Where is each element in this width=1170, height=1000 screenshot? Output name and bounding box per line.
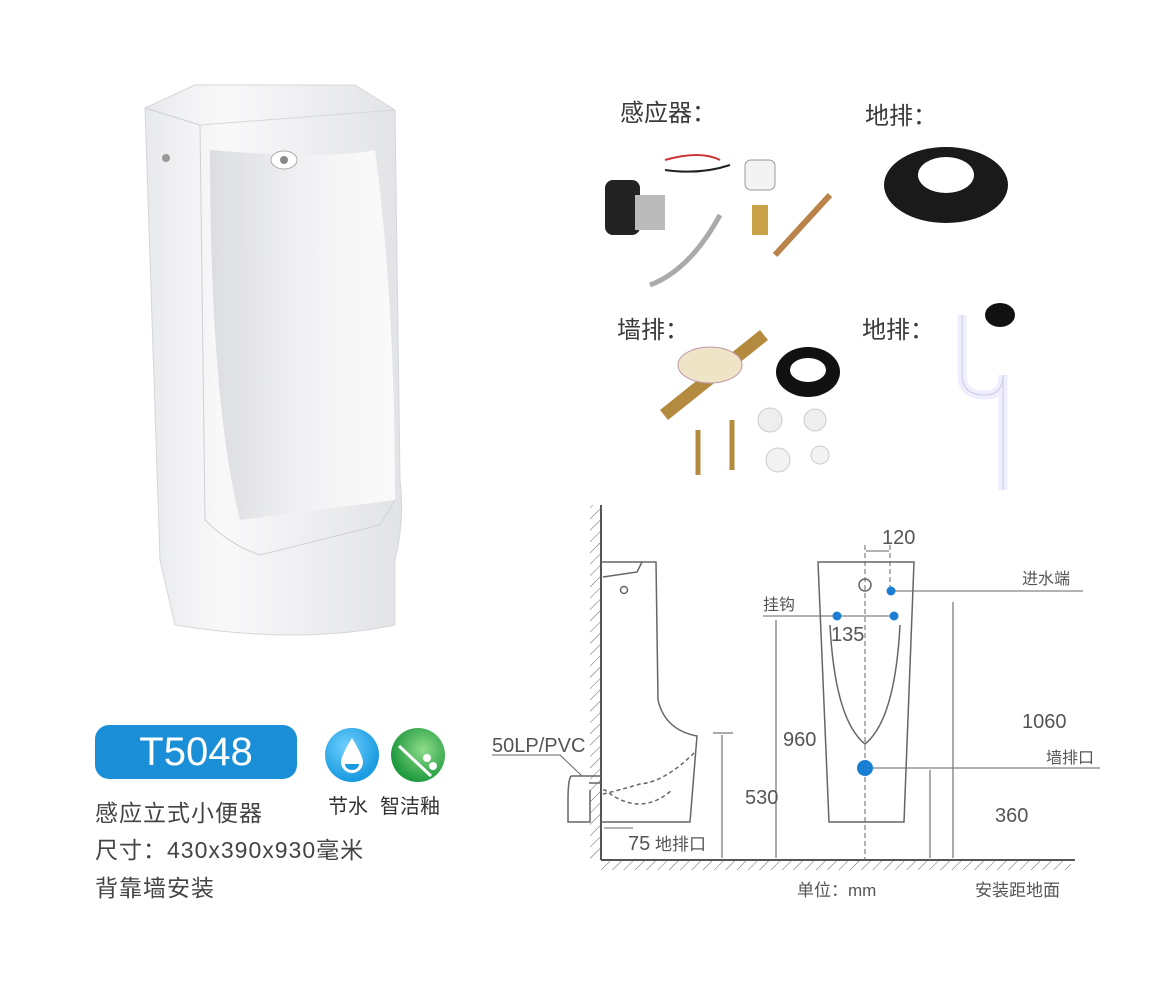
floor-outlet-label: 地排口 (655, 835, 706, 854)
badge-label-glaze: 智洁釉 (380, 796, 440, 818)
front-view (817, 561, 915, 823)
install-type: 背靠墙安装 (95, 875, 215, 901)
floor-gasket-image (884, 147, 1008, 223)
p-trap-image (957, 303, 1015, 490)
inlet-dot (886, 586, 896, 596)
floor-outlet-offset: 75 (628, 833, 650, 855)
floor-drain-label-1: 地排： (865, 103, 937, 130)
unit-label: 单位：mm (797, 881, 876, 900)
wall-drain-kit-image (660, 330, 840, 475)
hook-dot-left (832, 611, 842, 621)
height-1060: 1060 (1022, 711, 1067, 733)
height-530: 530 (745, 787, 778, 809)
width-120: 120 (882, 527, 915, 549)
wall-outlet-label: 墙排口 (1046, 749, 1094, 767)
height-960: 960 (783, 729, 816, 751)
floor-drain-label-2: 地排： (862, 317, 934, 344)
sensor-kit-image (605, 154, 833, 288)
badge-label-water: 节水 (328, 796, 368, 818)
water-saving-icon (325, 728, 379, 782)
pipe-label: 50LP/PVC (492, 735, 585, 757)
wall-drain-label: 墙排： (617, 317, 689, 344)
hook-label: 挂钩 (763, 596, 795, 614)
hook-dot-right (889, 611, 899, 621)
glaze-icon (391, 728, 445, 782)
sensor-label: 感应器： (620, 100, 716, 127)
width-135: 135 (831, 624, 864, 646)
install-note: 安装距地面 (975, 881, 1060, 900)
model-badge: T5048 (95, 725, 297, 779)
floor-hatch (601, 860, 1071, 870)
side-view (567, 561, 698, 823)
product-size: 尺寸：430x390x930毫米 (95, 837, 365, 863)
height-360: 360 (995, 805, 1028, 827)
product-name: 感应立式小便器 (95, 800, 263, 826)
wall-hatch (590, 505, 601, 860)
inlet-label: 进水端 (1022, 570, 1070, 588)
wall-outlet-dot (857, 760, 873, 776)
